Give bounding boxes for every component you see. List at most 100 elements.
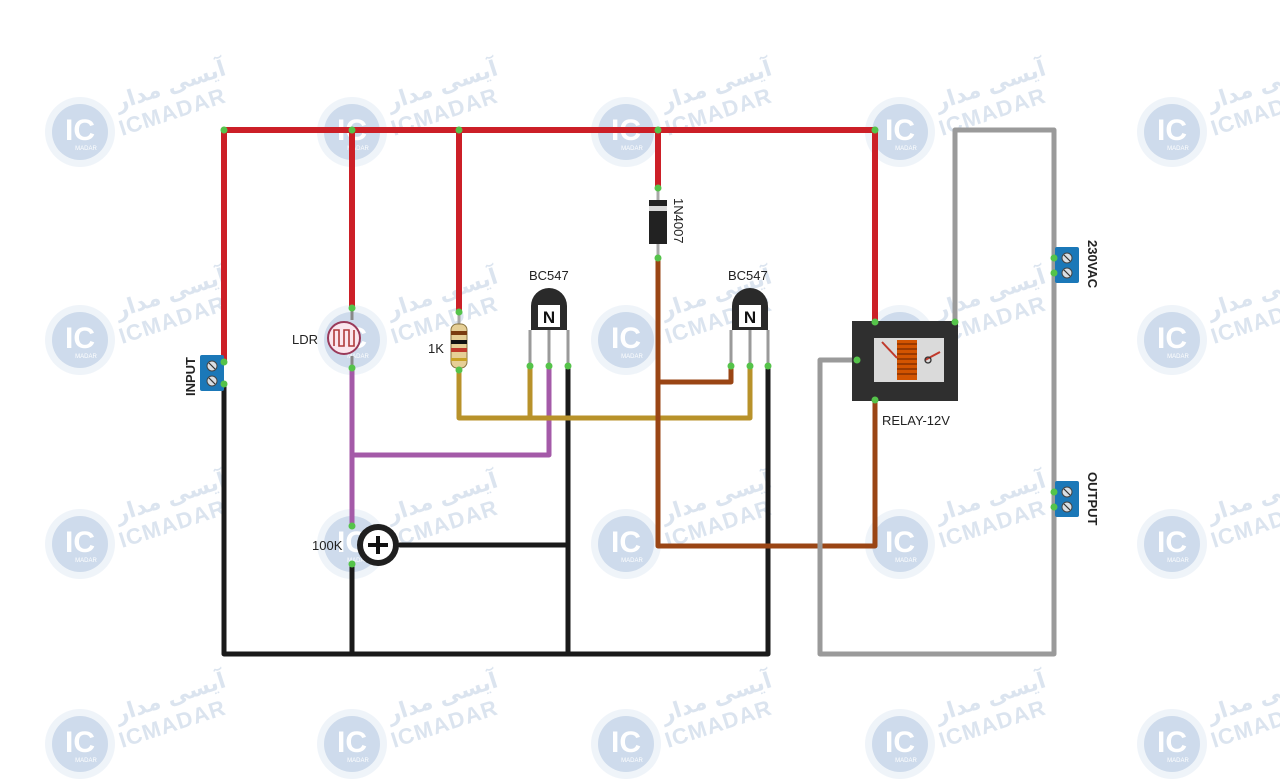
junction-node [564,362,572,370]
wire-positive-rail [221,127,878,365]
junction-nodes [220,126,1058,568]
svg-text:MADAR: MADAR [347,758,369,764]
transistor1-type-mark: N [543,308,555,327]
svg-text:IC: IC [1157,526,1187,559]
junction-node [764,362,772,370]
output-terminal-label: OUTPUT [1085,472,1100,526]
junction-node [1050,503,1058,511]
diode-1n4007: 1N4007 [649,188,686,258]
svg-text:IC: IC [885,726,915,759]
junction-node [220,126,228,134]
relay-label: RELAY-12V [882,413,950,428]
input-terminal-block: INPUT [183,355,224,396]
ldr-label: LDR [292,332,318,347]
svg-text:IC: IC [65,526,95,559]
svg-text:MADAR: MADAR [895,146,917,152]
junction-node [746,362,754,370]
svg-text:IC: IC [885,526,915,559]
junction-node [220,358,228,366]
svg-text:IC: IC [611,526,641,559]
svg-text:MADAR: MADAR [75,146,97,152]
output-terminal-block: OUTPUT [1055,472,1100,526]
svg-text:MADAR: MADAR [75,758,97,764]
svg-text:MADAR: MADAR [75,558,97,564]
svg-text:IC: IC [611,322,641,355]
wire-ac-loop [817,127,1057,657]
junction-node [871,396,879,404]
wire-ground-rail [221,363,771,657]
junction-node [654,184,662,192]
svg-text:MADAR: MADAR [621,758,643,764]
svg-text:IC: IC [65,114,95,147]
junction-node [348,364,356,372]
junction-node [455,366,463,374]
svg-text:MADAR: MADAR [1167,146,1189,152]
wire-collector-link [655,255,878,549]
transistor2-type-mark: N [744,308,756,327]
junction-node [1050,488,1058,496]
svg-text:IC: IC [1157,322,1187,355]
junction-node [654,254,662,262]
svg-text:MADAR: MADAR [347,354,369,360]
junction-node [348,522,356,530]
svg-text:MADAR: MADAR [347,558,369,564]
svg-text:IC: IC [885,114,915,147]
junction-node [853,356,861,364]
svg-text:MADAR: MADAR [621,354,643,360]
junction-node [348,304,356,312]
resistor-1k: 1K [428,312,468,370]
svg-text:MADAR: MADAR [1167,354,1189,360]
transistor-q1: N BC547 [528,268,570,366]
junction-node [348,560,356,568]
svg-text:MADAR: MADAR [621,146,643,152]
junction-node [455,308,463,316]
transistor-q2: N BC547 [728,268,770,366]
svg-text:MADAR: MADAR [1167,758,1189,764]
junction-node [545,362,553,370]
ac-terminal-label: 230VAC [1085,240,1100,289]
transistor2-label: BC547 [728,268,768,283]
relay-12v: RELAY-12V [852,321,958,428]
junction-node [348,126,356,134]
potentiometer-label: 100K [312,538,343,553]
diode-label: 1N4007 [671,198,686,244]
junction-node [951,318,959,326]
svg-text:MADAR: MADAR [75,354,97,360]
svg-text:MADAR: MADAR [895,558,917,564]
ac-terminal-block: 230VAC [1055,240,1100,289]
resistor-label: 1K [428,341,444,356]
svg-text:IC: IC [65,322,95,355]
input-terminal-label: INPUT [183,357,198,396]
junction-node [455,126,463,134]
svg-text:MADAR: MADAR [895,758,917,764]
junction-node [220,380,228,388]
svg-text:MADAR: MADAR [621,558,643,564]
svg-text:MADAR: MADAR [347,146,369,152]
svg-text:IC: IC [1157,114,1187,147]
svg-text:IC: IC [1157,726,1187,759]
wire-base-link [456,363,753,421]
potentiometer-100k: 100K [312,524,399,566]
svg-text:MADAR: MADAR [1167,558,1189,564]
junction-node [871,318,879,326]
transistor1-label: BC547 [529,268,569,283]
svg-text:IC: IC [337,726,367,759]
junction-node [727,362,735,370]
ldr-component: LDR [292,308,361,368]
wire-ldr-link [349,363,552,529]
junction-node [1050,254,1058,262]
